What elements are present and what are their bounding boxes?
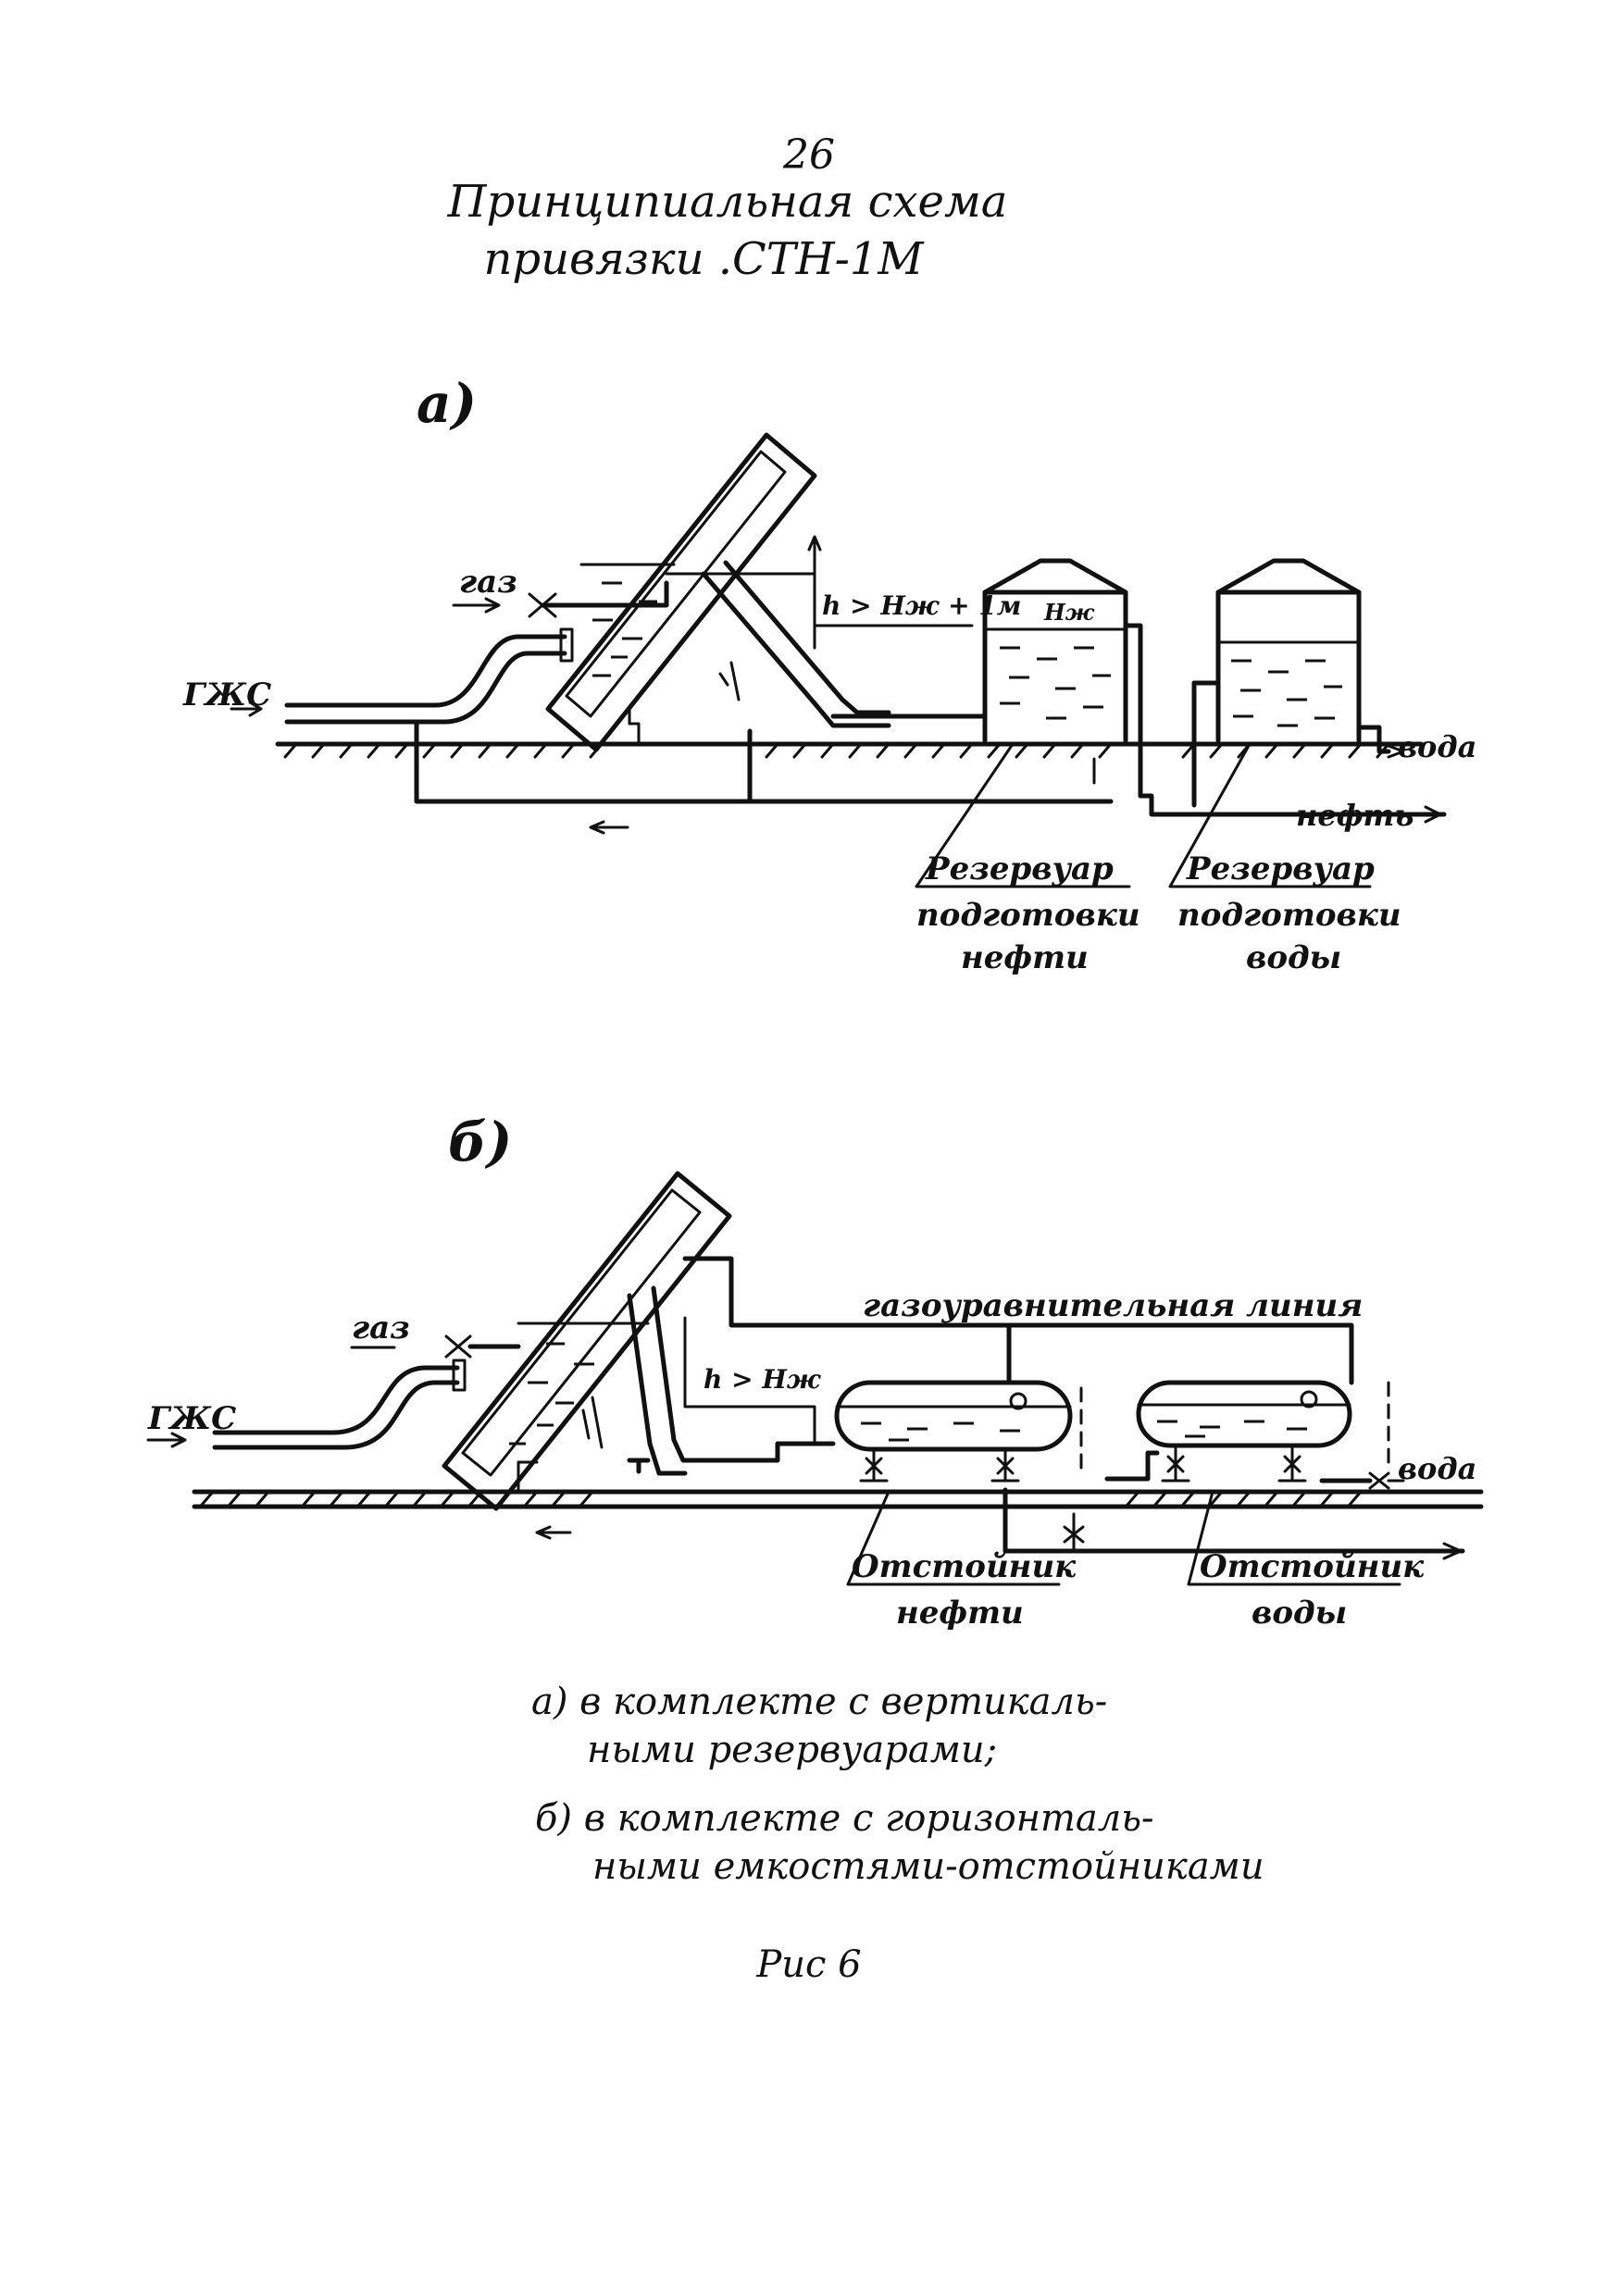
diagram-a: а) ГЖС газ	[182, 372, 1476, 976]
gas-arrow-a	[452, 597, 501, 614]
flow-arrow-return-b	[535, 1525, 572, 1540]
ground-b	[192, 1489, 1484, 1509]
gas-equalizing-line-b	[682, 1256, 1354, 1385]
tank2-leader-a	[1168, 742, 1372, 888]
height-dimension-a	[665, 535, 974, 650]
settler-water-b	[1136, 1380, 1352, 1483]
oil-outlet-pipe-a	[1123, 623, 1143, 799]
inlet-pipe-b-bottom	[212, 1380, 460, 1450]
inlet-flange-a	[559, 627, 574, 663]
gas-valve-a-icon	[528, 592, 557, 618]
separator-a	[545, 432, 817, 752]
water-valve-b-icon	[1368, 1471, 1390, 1490]
tank2-caption-a-line2: подготовки	[1177, 897, 1401, 934]
flow-arrow-downcomer-a	[718, 661, 741, 701]
diagram-b-label: б)	[448, 1111, 512, 1173]
settler-oil-b	[834, 1380, 1073, 1483]
height-formula-b: h > Hж	[704, 1364, 822, 1395]
support-a	[628, 707, 641, 746]
oil-line-b	[1003, 1487, 1465, 1554]
downcomer-b-left	[627, 1293, 688, 1476]
legend-b-line1: б) в комплекте с горизонталь-	[535, 1797, 1154, 1840]
tank1-leader-a	[915, 742, 1131, 888]
oil-arrow-b	[1442, 1542, 1463, 1560]
float-valve-icon-b2	[1300, 1390, 1318, 1409]
downcomer-a-left	[701, 571, 891, 728]
tank1-caption-a-line2: подготовки	[916, 897, 1140, 934]
legend-b-line2: ными емкостями-отстойниками	[592, 1845, 1264, 1888]
settler1-caption-b-line2: нефти	[896, 1595, 1024, 1632]
settler1-caption-b-line1: Отстойник	[852, 1548, 1077, 1585]
inlet-arrow-a	[230, 701, 263, 717]
water-label-a: вода	[1398, 729, 1476, 764]
water-transfer-pipe-b	[1104, 1450, 1160, 1482]
diagram-a-label: а)	[417, 372, 477, 435]
tank2-caption-a-line3: воды	[1246, 939, 1341, 976]
gas-line-label-b: газоуравнительная линия	[863, 1287, 1363, 1324]
tank-level-label-a: Hж	[1043, 599, 1095, 626]
downcomer-b-right	[651, 1285, 706, 1463]
gas-pipe-a	[540, 580, 669, 608]
tank1-caption-a-line3: нефти	[961, 939, 1089, 976]
support-b	[517, 1460, 539, 1492]
inlet-pipe-a-bottom	[284, 651, 567, 725]
gas-label-a: газ	[459, 564, 517, 601]
inlet-pipe-a-top	[284, 634, 567, 708]
settler2-caption-b-line1: Отстойник	[1200, 1548, 1425, 1585]
gas-valve-b-icon	[444, 1334, 472, 1359]
feed-pipe-b	[701, 1441, 836, 1463]
settler2-caption-b-line2: воды	[1252, 1595, 1347, 1632]
water-label-b: вода	[1398, 1451, 1476, 1486]
float-valve-icon-b1	[1009, 1392, 1027, 1410]
inlet-flange-b	[452, 1359, 467, 1392]
settler1-leader-b	[846, 1490, 1061, 1586]
tank-oil-a: Hж	[982, 558, 1128, 743]
tank1-caption-a-line1: Резервуар	[925, 850, 1114, 887]
height-formula-a: h > Hж + 1м	[822, 590, 1021, 621]
inlet-pipe-b-top	[212, 1365, 460, 1435]
flow-arrow-downcomer-b	[581, 1396, 604, 1449]
diagram-b: б) ГЖС газ газоура	[146, 1111, 1484, 1632]
title-line-2: привязки .СТН-1М	[483, 233, 925, 285]
downcomer-a-right	[723, 560, 891, 715]
figure-caption: Рис 6	[755, 1943, 861, 1986]
inlet-arrow-b	[146, 1432, 187, 1448]
title-line-1: Принципиальная схема	[447, 176, 1008, 228]
valve-stub-b	[627, 1458, 651, 1474]
legend-a-line1: а) в комплекте с вертикаль-	[531, 1681, 1107, 1723]
oil-line-a	[1138, 793, 1447, 817]
tank-water-a	[1215, 558, 1362, 743]
page-number: 26	[782, 131, 835, 179]
oil-arrow-a	[1424, 805, 1442, 824]
flow-arrow-drain-a	[589, 820, 629, 835]
separator-b	[442, 1171, 732, 1511]
settler2-leader-b	[1187, 1490, 1401, 1586]
water-arrow-a	[1387, 744, 1405, 759]
gas-label-b: газ	[352, 1309, 410, 1347]
drain-line-a	[414, 719, 1114, 804]
oil-label-a: нефть	[1296, 798, 1414, 833]
oil-valve-b-icon	[1063, 1512, 1085, 1553]
water-outlet-pipe-a	[1356, 725, 1391, 754]
legend-a-line2: ными резервуарами;	[587, 1729, 997, 1771]
tank2-caption-a-line1: Резервуар	[1186, 850, 1375, 887]
